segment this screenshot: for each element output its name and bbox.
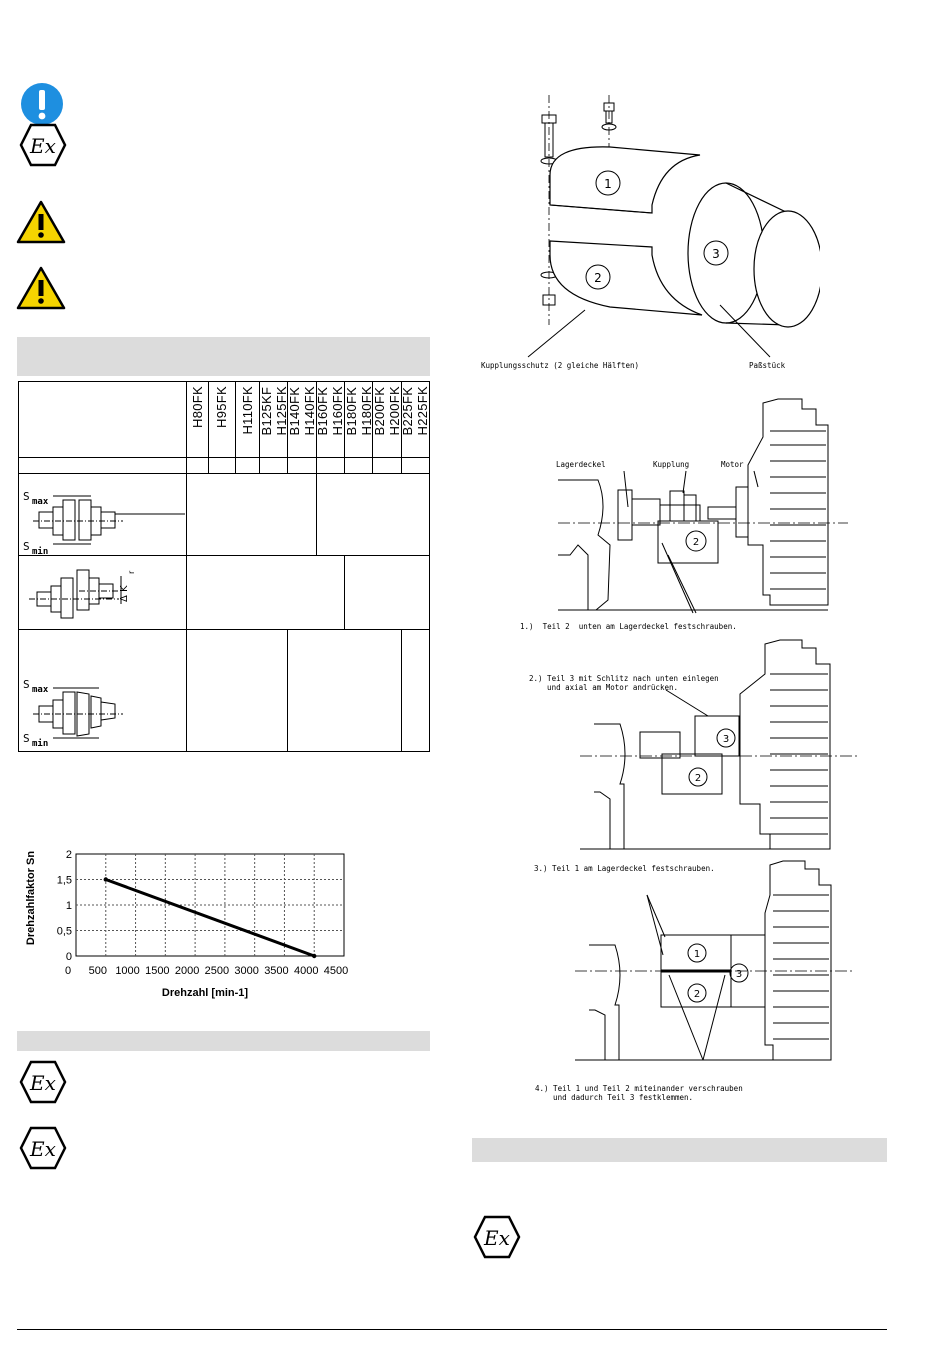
table-corner-cell xyxy=(17,381,188,458)
motor-label: Motor xyxy=(721,460,744,469)
svg-text:min: min xyxy=(32,738,48,749)
assembly-step-3-4-drawing: 1 2 3 xyxy=(575,860,853,1061)
ex-icon: Ex xyxy=(19,123,67,167)
table-header-cell: B200FK H200FK xyxy=(372,381,402,458)
x-axis-label: Drehzahl [min-1] xyxy=(162,987,249,999)
table-header-cell: B140FK H140FK xyxy=(287,381,317,458)
svg-text:Ex: Ex xyxy=(483,1226,510,1250)
smin-label: S xyxy=(23,732,30,745)
radial-misalignment-diagram: Δ K r xyxy=(29,569,136,619)
y-tick-label: 0 xyxy=(66,951,72,963)
radial-misalignment-cell: Δ K r xyxy=(17,555,188,630)
coupling-guard-exploded-drawing: 1 2 3 xyxy=(527,95,820,358)
ex-icon: Ex xyxy=(19,1060,67,1104)
y-tick-label: 1,5 xyxy=(57,875,72,887)
delta-kr-label: Δ K xyxy=(119,585,130,602)
part-2-label: 2 xyxy=(695,773,701,784)
table-header-cell: H95FK xyxy=(208,381,236,458)
assembly-step-2-drawing: 3 2 xyxy=(580,639,858,850)
x-tick-label: 500 xyxy=(89,965,107,977)
step-3-caption: 3.) Teil 1 am Lagerdeckel festschrauben. xyxy=(534,864,715,873)
info-icon xyxy=(21,83,63,125)
table-header-cell: B180FK H180FK xyxy=(344,381,374,458)
guard-caption-right: Paßstück xyxy=(749,361,786,370)
x-tick-label: 0 xyxy=(65,965,71,977)
x-tick-label: 1000 xyxy=(115,965,139,977)
svg-text:r: r xyxy=(127,570,136,574)
y-tick-label: 2 xyxy=(66,849,72,861)
y-tick-label: 1 xyxy=(66,900,72,912)
angular-misalignment-cell: S max S min xyxy=(17,629,188,752)
smax-label: S xyxy=(23,490,30,503)
section-header-bar xyxy=(17,1031,430,1051)
table-header-cell: B125KF H125FK xyxy=(259,381,289,458)
warning-icon xyxy=(16,266,66,310)
table-header-cell: H80FK xyxy=(186,381,210,458)
coupling-alignment-table: H80FK H95FK H110FK B125KF H125FK B140FK … xyxy=(17,381,430,752)
x-tick-label: 2000 xyxy=(175,965,199,977)
part-3-label: 3 xyxy=(736,969,742,980)
angular-misalignment-diagram: S max S min xyxy=(23,678,123,749)
y-tick-label: 0,5 xyxy=(57,926,72,938)
step-2-caption: 2.) Teil 3 mit Schlitz nach unten einleg… xyxy=(529,674,719,692)
lagerdeckel-label: Lagerdeckel xyxy=(556,460,606,469)
step-1-caption: 1.) Teil 2 unten am Lagerdeckel festschr… xyxy=(520,622,737,631)
svg-text:min: min xyxy=(32,546,48,556)
table-header-cell: B225FK H225FK xyxy=(400,381,430,458)
smin-label: S xyxy=(23,540,30,553)
x-tick-label: 2500 xyxy=(205,965,229,977)
x-tick-label: 3000 xyxy=(234,965,258,977)
y-axis-label: Drehzahlfaktor Sn xyxy=(25,851,37,945)
part-1-label: 1 xyxy=(694,949,700,960)
series-line xyxy=(105,878,315,958)
x-tick-label: 1500 xyxy=(145,965,169,977)
axial-misalignment-cell: S max S min xyxy=(17,473,188,556)
axial-misalignment-diagram: S max S min xyxy=(23,490,185,556)
step-4-caption: 4.) Teil 1 und Teil 2 miteinander versch… xyxy=(535,1084,743,1102)
svg-text:max: max xyxy=(32,685,49,695)
part-3-label: 3 xyxy=(723,734,729,745)
x-tick-label: 4000 xyxy=(294,965,318,977)
table-header-cell: H110FK xyxy=(234,381,260,458)
part-3-label: 3 xyxy=(712,247,720,261)
section-header-bar xyxy=(472,1138,887,1162)
part-1-label: 1 xyxy=(604,177,612,191)
svg-text:max: max xyxy=(32,497,49,507)
x-tick-label: 4500 xyxy=(324,965,348,977)
ex-icon: Ex xyxy=(19,1126,67,1170)
ex-icon: Ex xyxy=(473,1215,521,1259)
speed-factor-chart: 0 500 1000 1500 2000 2500 3000 3500 4000 4500 0 0,5… xyxy=(25,849,348,999)
guard-caption-left: Kupplungsschutz (2 gleiche Hälften) xyxy=(481,361,640,370)
section-header-bar xyxy=(17,337,430,376)
warning-icon xyxy=(16,200,66,244)
part-2-label: 2 xyxy=(693,537,699,548)
part-2-label: 2 xyxy=(594,271,602,285)
table-header-cell: B160FK H160FK xyxy=(315,381,345,458)
smax-label: S xyxy=(23,678,30,691)
part-2-label: 2 xyxy=(694,989,700,1000)
svg-text:Ex: Ex xyxy=(29,1071,56,1095)
svg-text:Ex: Ex xyxy=(29,134,56,158)
footer-rule xyxy=(17,1329,887,1330)
x-tick-label: 3500 xyxy=(264,965,288,977)
kupplung-label: Kupplung xyxy=(653,460,690,469)
assembly-step-1-drawing: 2 xyxy=(558,398,848,614)
svg-text:Ex: Ex xyxy=(29,1137,56,1161)
